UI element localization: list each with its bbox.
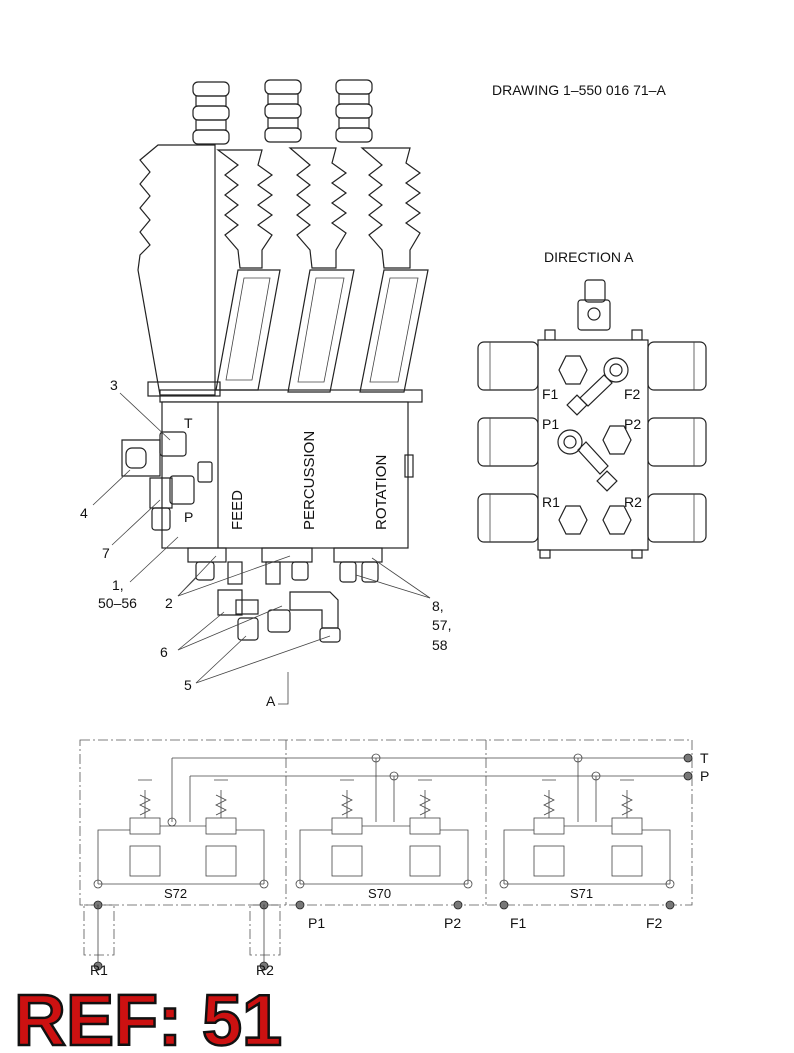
direction-a-title: DIRECTION A xyxy=(544,249,634,265)
direction-a-view: DIRECTION A xyxy=(477,249,707,559)
callout-1: 1, xyxy=(112,577,124,593)
callout-a: A xyxy=(266,693,276,709)
fitting-t xyxy=(121,431,187,477)
valve-group-s72 xyxy=(83,779,281,971)
hydraulic-schematic: T P S72 S70 S71 R1 R2 P1 P2 F1 F2 xyxy=(79,739,709,978)
callouts: 3 4 7 1, 50–56 2 6 5 8, 57, 58 A xyxy=(80,377,451,709)
callout-3: 3 xyxy=(110,377,118,393)
port-label-t: T xyxy=(184,415,193,431)
schematic-p: P xyxy=(700,768,709,784)
valve-group-s71 xyxy=(499,779,675,910)
section-label-feed: FEED xyxy=(229,490,246,530)
lever-rotation xyxy=(335,79,429,393)
schematic-f2: F2 xyxy=(646,915,663,931)
view-port-p1: P1 xyxy=(542,416,559,432)
callout-57: 57, xyxy=(432,617,451,633)
schematic-r2: R2 xyxy=(256,962,274,978)
view-port-f1: F1 xyxy=(542,386,559,402)
schematic-s71: S71 xyxy=(570,886,593,901)
callout-4: 4 xyxy=(80,505,88,521)
schematic-r1: R1 xyxy=(90,962,108,978)
lever-feed xyxy=(192,81,281,391)
schematic-t: T xyxy=(700,750,709,766)
ref-label: REF: 51 xyxy=(14,981,282,1053)
schematic-p1: P1 xyxy=(308,915,325,931)
port-label-p: P xyxy=(184,509,193,525)
callout-8: 8, xyxy=(432,598,444,614)
fitting-p xyxy=(149,475,195,531)
callout-6: 6 xyxy=(160,644,168,660)
schematic-p2: P2 xyxy=(444,915,461,931)
valve-assembly: FEED PERCUSSION ROTATION T P xyxy=(121,79,429,643)
view-port-p2: P2 xyxy=(624,416,641,432)
schematic-s70: S70 xyxy=(368,886,391,901)
callout-5: 5 xyxy=(184,677,192,693)
valve-group-s70 xyxy=(295,779,473,910)
drawing-number: DRAWING 1–550 016 71–A xyxy=(492,82,666,98)
callout-58: 58 xyxy=(432,637,448,653)
section-label-percussion: PERCUSSION xyxy=(301,431,318,530)
callout-2: 2 xyxy=(165,595,173,611)
view-port-r1: R1 xyxy=(542,494,560,510)
callout-50-56: 50–56 xyxy=(98,595,137,611)
schematic-f1: F1 xyxy=(510,915,527,931)
view-port-r2: R2 xyxy=(624,494,642,510)
view-port-f2: F2 xyxy=(624,386,641,402)
section-label-rotation: ROTATION xyxy=(373,455,390,530)
schematic-s72: S72 xyxy=(164,886,187,901)
callout-7: 7 xyxy=(102,545,110,561)
lever-percussion xyxy=(264,79,355,393)
